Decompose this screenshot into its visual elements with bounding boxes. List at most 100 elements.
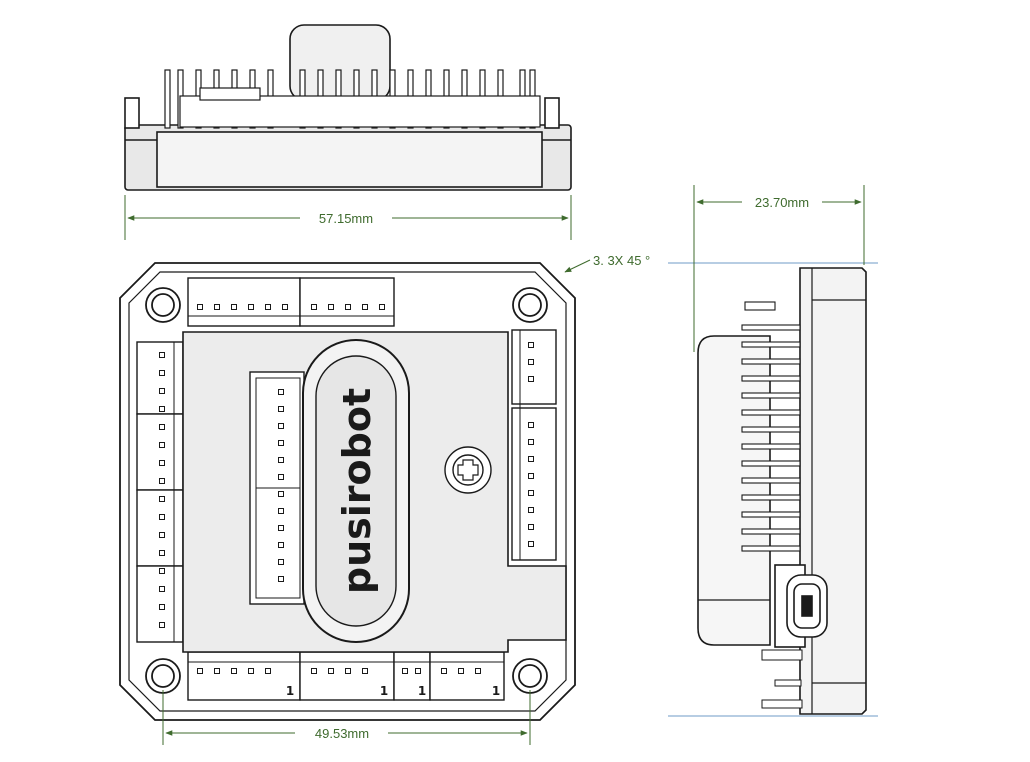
pin-hole xyxy=(278,559,284,565)
mounting-hole-bottom-right xyxy=(512,658,548,694)
pin-hole xyxy=(362,668,368,674)
pin-hole xyxy=(528,439,534,445)
dimension-width-top: 57.15mm xyxy=(124,195,572,240)
pin-hole xyxy=(197,304,203,310)
pin-hole xyxy=(328,304,334,310)
pin-hole xyxy=(328,668,334,674)
connector-top xyxy=(187,277,395,327)
side-fin xyxy=(741,545,801,552)
pin-hole xyxy=(159,496,165,502)
pin-hole xyxy=(278,457,284,463)
mounting-hole-top-right xyxy=(512,287,548,323)
mounting-hole-bottom-left xyxy=(145,658,181,694)
connector-left xyxy=(136,341,184,643)
connector-center xyxy=(249,371,305,605)
pin-hole xyxy=(528,473,534,479)
pin-hole xyxy=(278,508,284,514)
pin-hole xyxy=(402,668,408,674)
usb-port xyxy=(774,564,828,648)
dimension-width-top-label: 57.15mm xyxy=(319,211,373,226)
pin-hole xyxy=(379,304,385,310)
side-fin xyxy=(744,301,776,311)
pin-hole xyxy=(159,370,165,376)
side-fin xyxy=(741,324,801,331)
pin-hole xyxy=(528,422,534,428)
chamfer-callout: 3. 3X 45 ° xyxy=(564,253,650,273)
pin-hole xyxy=(282,304,288,310)
pin-hole xyxy=(528,376,534,382)
pin-hole xyxy=(528,541,534,547)
pin-hole xyxy=(231,668,237,674)
pin-hole xyxy=(159,406,165,412)
pin-hole xyxy=(528,342,534,348)
mounting-hole-top-left xyxy=(145,287,181,323)
pin-hole xyxy=(214,668,220,674)
connector-right xyxy=(511,329,557,561)
pin-hole xyxy=(311,668,317,674)
pin-hole xyxy=(265,668,271,674)
dimension-depth-side-label: 23.70mm xyxy=(755,195,809,210)
side-fin xyxy=(741,426,801,433)
pin-holes xyxy=(159,304,534,674)
side-fin xyxy=(741,477,801,484)
side-fin xyxy=(741,392,801,399)
pin-hole xyxy=(345,304,351,310)
side-fins xyxy=(741,301,801,552)
pin-hole xyxy=(159,460,165,466)
side-fin xyxy=(741,460,801,467)
pin-one-mark-1: 1 xyxy=(286,684,294,698)
screw xyxy=(444,446,492,494)
pin-hole xyxy=(278,406,284,412)
side-fin xyxy=(741,511,801,518)
side-fin xyxy=(741,341,801,348)
side-cap xyxy=(697,335,771,646)
side-fin xyxy=(741,528,801,535)
pin-hole xyxy=(528,359,534,365)
pin-hole xyxy=(278,525,284,531)
side-fin xyxy=(741,494,801,501)
pin-hole xyxy=(248,304,254,310)
dimension-depth-side: 23.70mm xyxy=(693,185,865,352)
pin-hole xyxy=(248,668,254,674)
pin-one-mark-2: 1 xyxy=(380,684,388,698)
pin-hole xyxy=(265,304,271,310)
pin-hole xyxy=(159,622,165,628)
pin-hole xyxy=(278,576,284,582)
pin-hole xyxy=(159,568,165,574)
brand-text: pusirobot xyxy=(335,388,379,594)
pin-hole xyxy=(214,304,220,310)
pin-hole xyxy=(278,440,284,446)
pin-hole xyxy=(159,604,165,610)
connector-bottom xyxy=(187,651,505,701)
pin-hole xyxy=(528,507,534,513)
side-fin xyxy=(741,409,801,416)
pin-hole xyxy=(159,442,165,448)
side-fin xyxy=(741,443,801,450)
side-fin xyxy=(741,375,801,382)
pin-hole xyxy=(415,668,421,674)
pin-hole xyxy=(159,514,165,520)
pin-hole xyxy=(458,668,464,674)
pin-hole xyxy=(528,456,534,462)
pin-hole xyxy=(278,423,284,429)
pin-hole xyxy=(441,668,447,674)
pin-hole xyxy=(197,668,203,674)
pin-hole xyxy=(159,550,165,556)
pin-hole xyxy=(311,304,317,310)
top-view xyxy=(124,24,572,191)
dimension-width-bottom-label: 49.53mm xyxy=(315,726,369,741)
pin-hole xyxy=(159,424,165,430)
pin-one-marks: 1 1 1 1 xyxy=(286,684,500,698)
pin-hole xyxy=(278,542,284,548)
pin-hole xyxy=(475,668,481,674)
pin-hole xyxy=(159,352,165,358)
front-view xyxy=(119,262,576,721)
pin-one-mark-3: 1 xyxy=(418,684,426,698)
pin-hole xyxy=(345,668,351,674)
pin-hole xyxy=(159,532,165,538)
pin-hole xyxy=(231,304,237,310)
brand-badge xyxy=(302,339,410,643)
top-view-front-panel xyxy=(156,131,543,188)
